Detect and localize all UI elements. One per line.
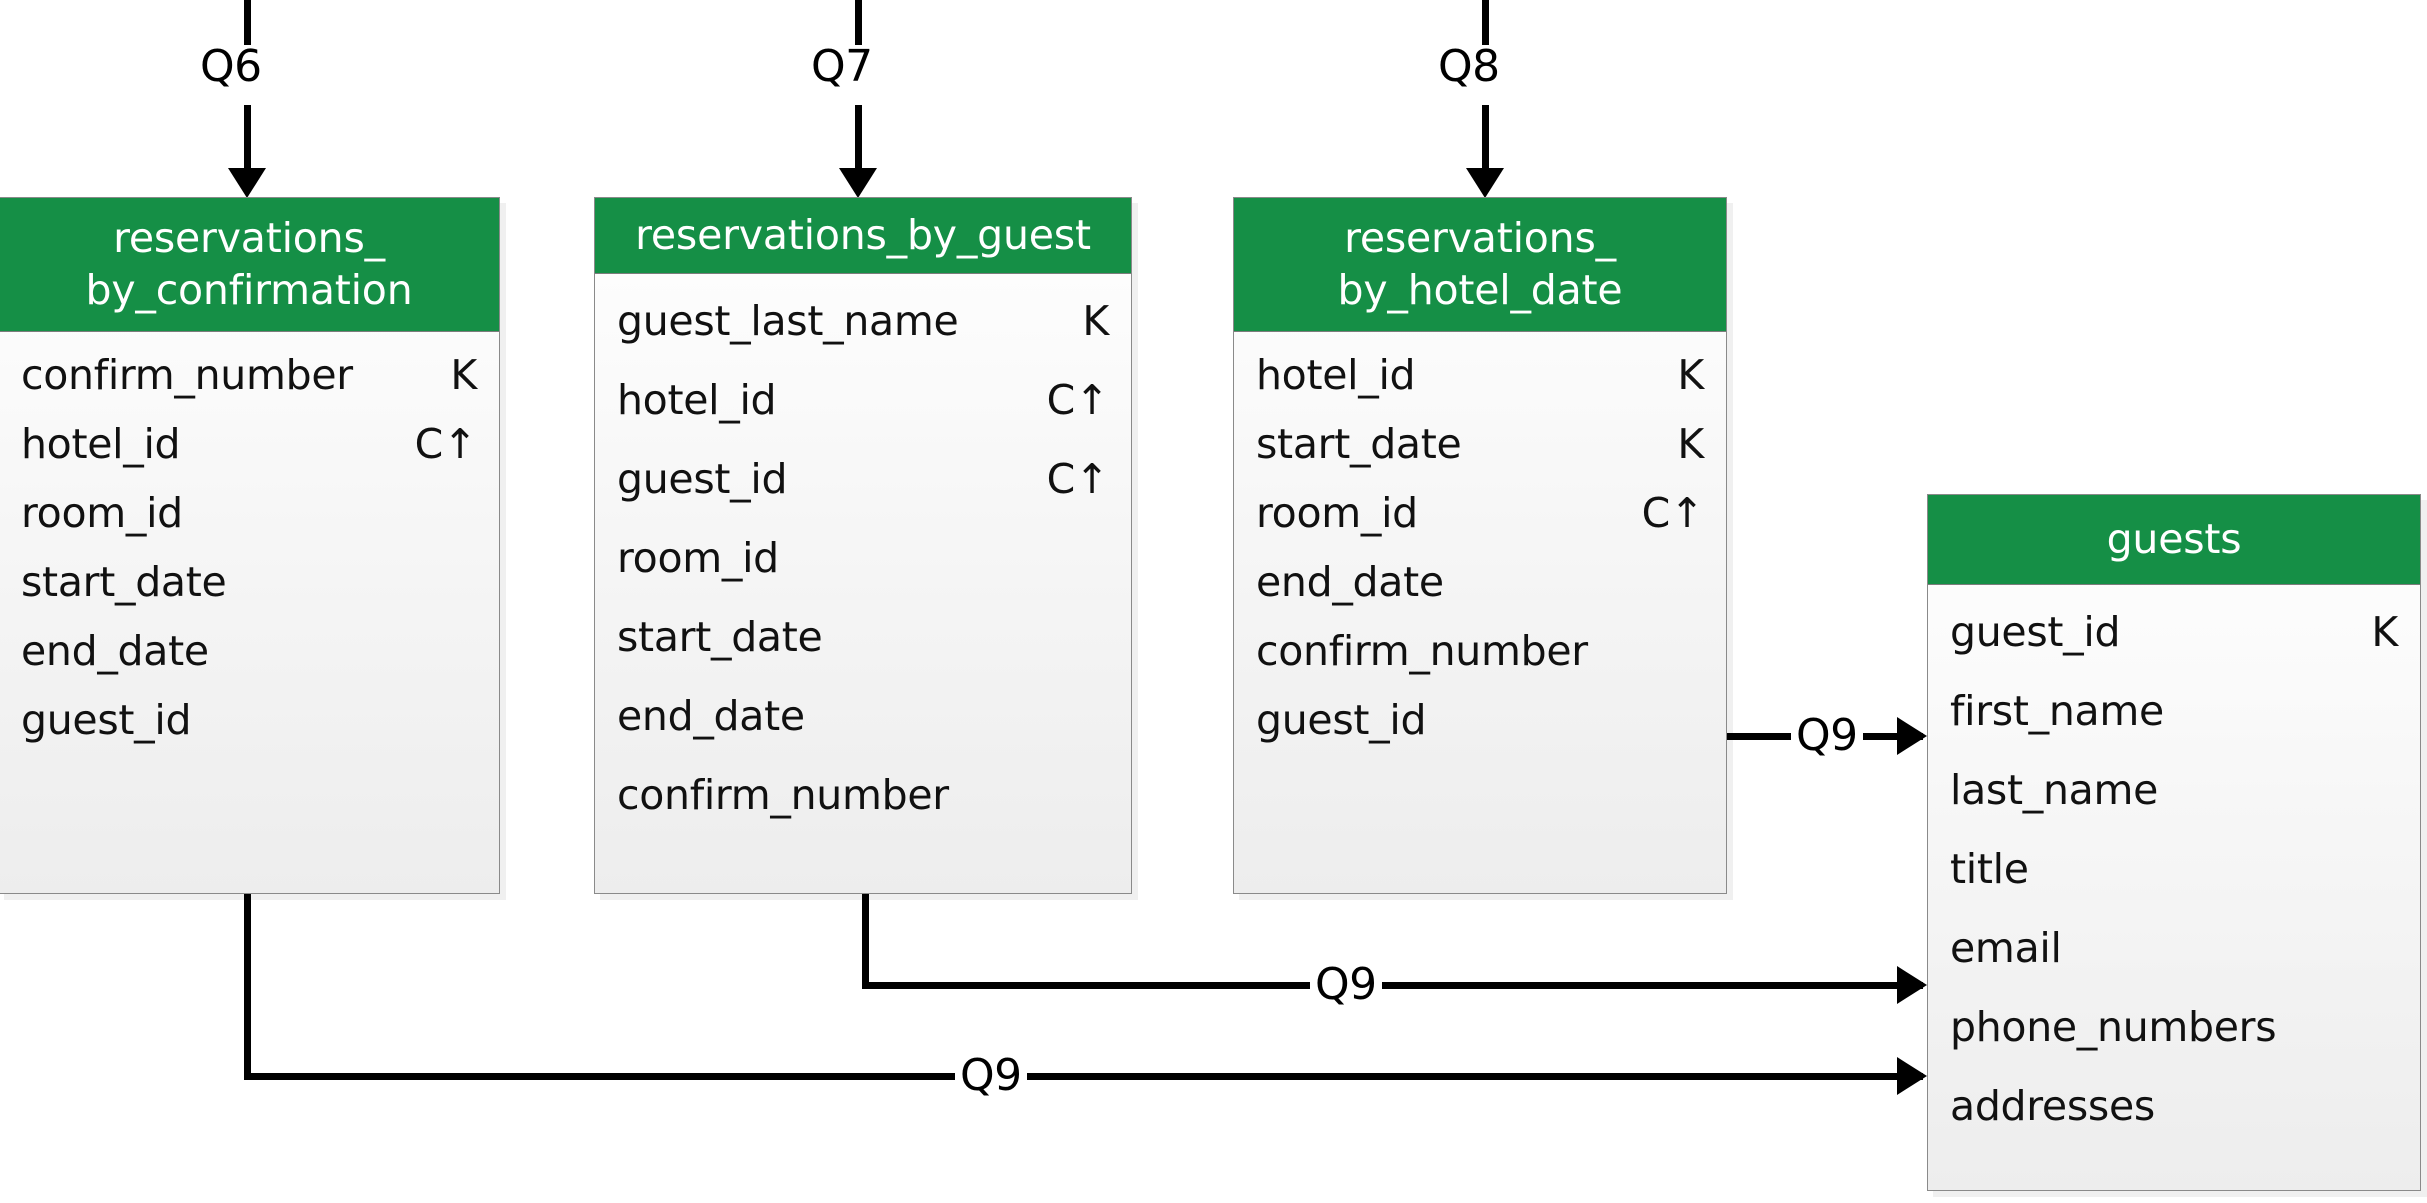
q9-hotel-date-arrowhead-icon — [1897, 717, 1927, 755]
column-name: guest_id — [1950, 608, 2121, 656]
q8-edge-label: Q8 — [1433, 45, 1505, 89]
column-name: guest_id — [1256, 696, 1427, 744]
column-name: first_name — [1950, 687, 2164, 735]
column-name: hotel_id — [21, 420, 181, 468]
column-row: confirm_number — [1256, 626, 1704, 677]
column-row: phone_numbers — [1950, 1002, 2398, 1053]
q9-hotel-date-edge-label: Q9 — [1791, 714, 1863, 758]
column-row: guest_id C↑ — [617, 454, 1109, 505]
q6-stem-lower — [244, 105, 251, 171]
column-row: hotel_id C↑ — [21, 419, 477, 470]
column-name: end_date — [1256, 558, 1444, 606]
q9-by-confirm-drop — [244, 886, 251, 1080]
column-row: title — [1950, 844, 2398, 895]
q6-stem-upper — [244, 0, 251, 56]
column-row: hotel_id C↑ — [617, 375, 1109, 426]
q8-stem-lower — [1482, 105, 1489, 171]
column-row: guest_id — [1256, 695, 1704, 746]
q9-by-confirm-arrowhead-icon — [1897, 1057, 1927, 1095]
q7-edge-label: Q7 — [806, 45, 878, 89]
column-list-reservations-by-guest: guest_last_name K hotel_id C↑ guest_id C… — [595, 274, 1131, 831]
column-row: room_id — [617, 533, 1109, 584]
column-name: start_date — [617, 613, 823, 661]
q7-arrowhead-icon — [839, 168, 877, 198]
table-title-guests: guests — [1928, 495, 2420, 585]
column-row: hotel_id K — [1256, 350, 1704, 401]
column-name: start_date — [1256, 420, 1462, 468]
column-row: start_date — [617, 612, 1109, 663]
q7-stem-lower — [855, 105, 862, 171]
column-list-guests: guest_id K first_name last_name title em… — [1928, 585, 2420, 1142]
column-row: email — [1950, 923, 2398, 974]
column-name: hotel_id — [617, 376, 777, 424]
q7-stem-upper — [855, 0, 862, 56]
column-row: last_name — [1950, 765, 2398, 816]
q6-edge-label: Q6 — [195, 45, 267, 89]
table-title-reservations-by-hotel-date: reservations_ by_hotel_date — [1234, 198, 1726, 332]
table-reservations-by-guest[interactable]: reservations_by_guest guest_last_name K … — [594, 197, 1132, 894]
q8-stem-upper — [1482, 0, 1489, 56]
column-row: start_date K — [1256, 419, 1704, 470]
column-row: first_name — [1950, 686, 2398, 737]
column-list-reservations-by-hotel-date: hotel_id K start_date K room_id C↑ end_d… — [1234, 332, 1726, 756]
column-name: hotel_id — [1256, 351, 1416, 399]
column-name: guest_id — [617, 455, 788, 503]
table-guests[interactable]: guests guest_id K first_name last_name t… — [1927, 494, 2421, 1191]
column-key: C↑ — [414, 420, 478, 468]
column-row: confirm_number K — [21, 350, 477, 401]
column-name: last_name — [1950, 766, 2159, 814]
column-key: C↑ — [1046, 376, 1110, 424]
column-row: end_date — [617, 691, 1109, 742]
column-name: room_id — [21, 489, 183, 537]
column-name: start_date — [21, 558, 227, 606]
column-name: end_date — [21, 627, 209, 675]
column-name: room_id — [617, 534, 779, 582]
column-name: phone_numbers — [1950, 1003, 2277, 1051]
column-name: confirm_number — [1256, 627, 1588, 675]
column-list-reservations-by-confirmation: confirm_number K hotel_id C↑ room_id sta… — [0, 332, 499, 756]
column-name: guest_id — [21, 696, 192, 744]
column-row: confirm_number — [617, 770, 1109, 821]
table-reservations-by-confirmation[interactable]: reservations_ by_confirmation confirm_nu… — [0, 197, 500, 894]
column-key: K — [450, 351, 477, 399]
column-key: K — [1677, 420, 1704, 468]
q6-arrowhead-icon — [228, 168, 266, 198]
table-title-reservations-by-guest: reservations_by_guest — [595, 198, 1131, 274]
column-name: confirm_number — [21, 351, 353, 399]
column-name: room_id — [1256, 489, 1418, 537]
column-row: guest_id — [21, 695, 477, 746]
column-row: room_id C↑ — [1256, 488, 1704, 539]
table-title-reservations-by-confirmation: reservations_ by_confirmation — [0, 198, 499, 332]
column-row: addresses — [1950, 1081, 2398, 1132]
column-row: guest_last_name K — [617, 296, 1109, 347]
column-row: room_id — [21, 488, 477, 539]
q9-by-guest-line — [862, 982, 1923, 989]
q9-by-confirm-edge-label: Q9 — [955, 1054, 1027, 1098]
column-name: guest_last_name — [617, 297, 959, 345]
column-row: end_date — [21, 626, 477, 677]
q9-by-guest-drop — [862, 886, 869, 989]
column-key: K — [1082, 297, 1109, 345]
column-row: end_date — [1256, 557, 1704, 608]
column-key: K — [1677, 351, 1704, 399]
column-name: addresses — [1950, 1082, 2155, 1130]
column-key: C↑ — [1046, 455, 1110, 503]
column-key: K — [2371, 608, 2398, 656]
table-reservations-by-hotel-date[interactable]: reservations_ by_hotel_date hotel_id K s… — [1233, 197, 1727, 894]
q9-by-guest-edge-label: Q9 — [1310, 963, 1382, 1007]
column-name: title — [1950, 845, 2029, 893]
column-key: C↑ — [1641, 489, 1705, 537]
q9-by-guest-arrowhead-icon — [1897, 966, 1927, 1004]
column-row: guest_id K — [1950, 607, 2398, 658]
column-name: email — [1950, 924, 2062, 972]
q8-arrowhead-icon — [1466, 168, 1504, 198]
column-row: start_date — [21, 557, 477, 608]
q9-by-confirm-line — [244, 1073, 1923, 1080]
column-name: end_date — [617, 692, 805, 740]
column-name: confirm_number — [617, 771, 949, 819]
